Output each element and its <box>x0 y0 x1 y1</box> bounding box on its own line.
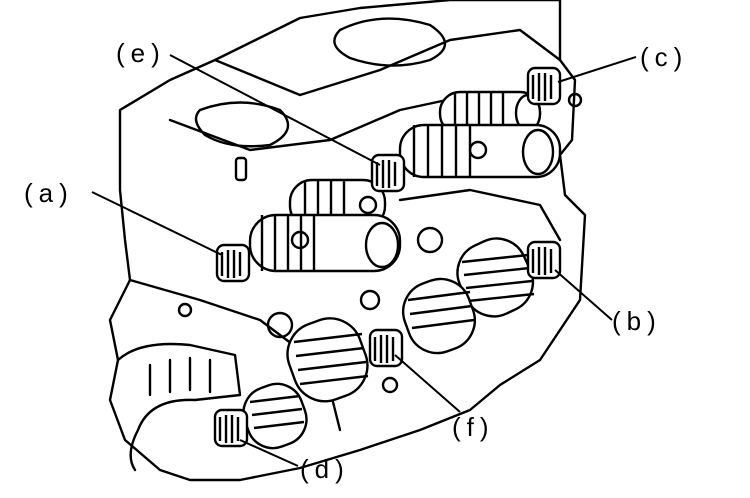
cylinder-head-casting <box>108 0 587 482</box>
bolt-d <box>213 408 249 448</box>
valve-lifter-upper-2 <box>398 123 562 179</box>
bolt-f <box>368 328 404 368</box>
bolt-hole <box>266 311 294 339</box>
casting-edge-right <box>398 188 562 242</box>
callout-c: (c) <box>640 42 689 72</box>
port-opening-left <box>194 101 290 148</box>
leader-line-a <box>91 191 223 256</box>
bolt-e <box>370 153 406 193</box>
bolt-a <box>215 243 251 283</box>
valve-spring-lower <box>286 317 369 403</box>
callout-a: (a) <box>24 178 74 208</box>
bolt-b <box>526 240 562 280</box>
leader-line-e <box>169 54 381 166</box>
callout-b: (b) <box>612 306 662 336</box>
port-opening-upper <box>333 17 447 67</box>
bolt-hole <box>177 302 193 318</box>
bolt-hole <box>567 92 583 108</box>
callout-f: (f) <box>452 412 495 442</box>
exhaust-pipe <box>116 342 242 472</box>
callout-e: (e) <box>116 38 166 68</box>
leader-line-c <box>557 56 637 83</box>
leader-line-b <box>554 269 613 321</box>
valve-spring-right <box>456 237 535 318</box>
leader-line-f <box>394 354 461 413</box>
bolt-hole <box>359 289 381 311</box>
callout-d: (d) <box>300 454 350 484</box>
leader-line-d <box>239 439 299 467</box>
locating-pin <box>234 156 248 182</box>
valve-spring-center <box>401 277 477 355</box>
valve-spring-bottom <box>242 382 308 450</box>
bolt-c <box>526 66 562 106</box>
valve-lifter-mid-2 <box>248 213 402 273</box>
bolt-hole <box>381 376 399 394</box>
casting-rib-mid <box>168 93 472 152</box>
bolt-hole <box>416 226 444 254</box>
casting-rib-upper <box>213 28 562 97</box>
valve-lifter-upper-1 <box>438 90 542 136</box>
